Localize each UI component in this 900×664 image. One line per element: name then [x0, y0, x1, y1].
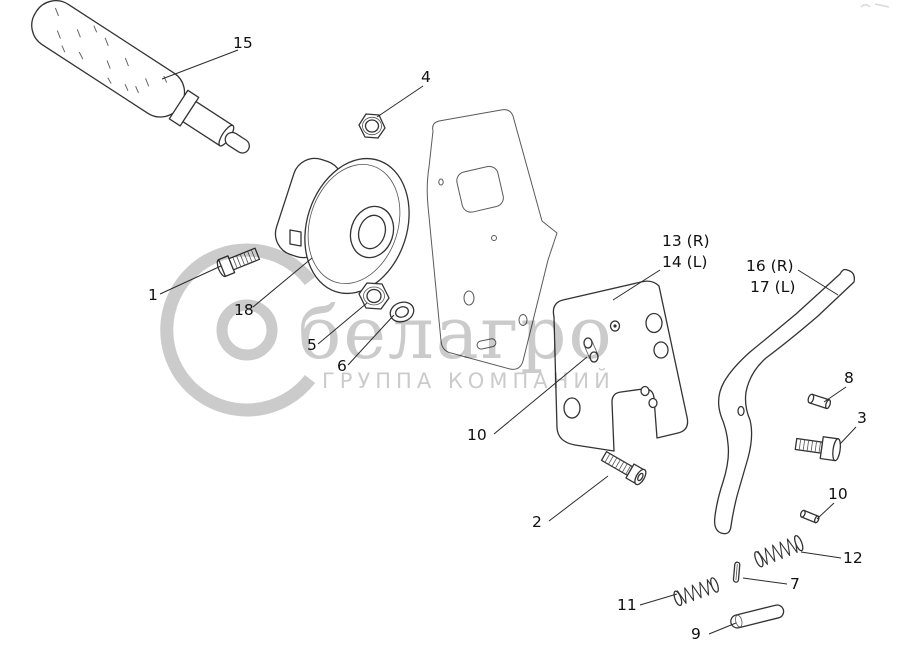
- callout-18: 18: [234, 301, 254, 319]
- callout-12: 12: [843, 549, 863, 567]
- spring-part-11: [673, 577, 719, 607]
- leader-lines: [159, 49, 857, 635]
- watermark-brand: белагро: [298, 291, 614, 375]
- hub-ring-inner: [357, 214, 387, 250]
- callout-4: 4: [421, 68, 431, 86]
- watermark-logo-icon: [160, 243, 316, 417]
- nut-part-5: [358, 282, 390, 310]
- callout-5: 5: [307, 336, 317, 354]
- rod-part-9: [730, 604, 785, 629]
- pin-part-8: [807, 393, 832, 410]
- lever-part-16-17: [713, 268, 855, 535]
- bracket-part-13-14: [552, 280, 689, 452]
- callout-11: 11: [617, 596, 637, 614]
- callout-13: 13 (R): [662, 232, 710, 250]
- watermark-subtitle: ГРУППА КОМПАНИЙ: [322, 368, 615, 393]
- callout-14: 14 (L): [662, 253, 707, 271]
- nut-part-4: [358, 113, 386, 139]
- washer-part-6: [389, 301, 415, 323]
- watermark: белагро ГРУППА КОМПАНИЙ: [160, 3, 890, 417]
- callout-6: 6: [337, 357, 347, 375]
- callout-17: 17 (L): [750, 278, 795, 296]
- grip-texture: [54, 7, 168, 94]
- pin-part-10: [799, 509, 820, 524]
- handle-lever-part-15: [31, 0, 250, 154]
- spring-part-12: [754, 534, 804, 568]
- pin-part-7: [732, 561, 741, 583]
- callout-10b: 10: [828, 485, 848, 503]
- callout-9: 9: [691, 625, 701, 643]
- callout-16: 16 (R): [746, 257, 794, 275]
- callout-7: 7: [790, 575, 800, 593]
- callout-1: 1: [148, 286, 158, 304]
- watermark-logo-center-icon: [216, 299, 278, 361]
- backplate: [426, 109, 558, 370]
- callout-3: 3: [857, 409, 867, 427]
- callout-15: 15: [233, 34, 253, 52]
- screw-part-2: [600, 451, 647, 486]
- callout-labels: 15 4 1 18 5 6 13 (R) 14 (L) 16 (R) 17 (L…: [148, 34, 867, 643]
- bolt-part-3: [794, 436, 842, 462]
- callout-10a: 10: [467, 426, 487, 444]
- disc-part-18: [304, 157, 410, 295]
- backplate-cutout: [456, 165, 504, 213]
- watermark-fragment: [860, 3, 890, 8]
- callout-2: 2: [532, 513, 542, 531]
- callout-8: 8: [844, 369, 854, 387]
